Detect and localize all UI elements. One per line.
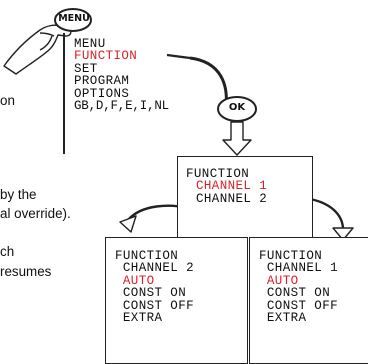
side-text-line-4: resumes [0,264,52,279]
diagram-graphics [3,8,354,241]
channel-1-title: FUNCTION [259,249,323,263]
channel-2-option-extra[interactable]: EXTRA [115,311,163,326]
channel-2-label: CHANNEL 2 [115,261,195,276]
channel-1-label: CHANNEL 1 [259,261,339,276]
finger-icon [3,24,72,75]
function-title: FUNCTION [186,167,250,181]
channel-2-screen [105,237,248,364]
menu-button[interactable]: MENU [58,13,90,24]
menu-screen [63,33,65,154]
function-item-channel-2[interactable]: CHANNEL 2 [196,191,268,206]
ok-button-shape [217,96,257,122]
channel-1-screen-text: FUNCTION CHANNEL 1 AUTO CONST ON CONST O… [259,249,339,326]
side-text-on: on [0,93,15,108]
menu-to-ok-arrow [166,53,228,107]
side-text-line-3: ch [0,244,15,259]
menu-button-shape [54,8,92,32]
menu-item-set[interactable]: SET [74,61,98,76]
function-screen-text: FUNCTION CHANNEL 1 CHANNEL 2 [186,167,268,206]
channel-1-option-auto[interactable]: AUTO [259,273,299,288]
menu-line-title: MENU [74,37,106,51]
menu-item-program[interactable]: PROGRAM [74,74,130,89]
channel-2-option-auto[interactable]: AUTO [115,273,155,288]
channel-1-option-const-off[interactable]: CONST OFF [259,298,339,313]
function-item-channel-1[interactable]: CHANNEL 1 [196,179,268,194]
side-text-line-1: by the [0,187,37,202]
channel-2-screen-text: FUNCTION CHANNEL 2 AUTO CONST ON CONST O… [115,249,195,326]
channel-2-option-const-off[interactable]: CONST OFF [115,298,195,313]
channel-1-option-const-on[interactable]: CONST ON [259,286,331,301]
menu-item-function[interactable]: FUNCTION [74,49,138,64]
menu-item-language[interactable]: GB,D,F,E,I,NL [74,99,169,114]
channel-2-title: FUNCTION [115,249,179,263]
menu-screen-text: MENU FUNCTION SET PROGRAM OPTIONS GB,D,F… [74,37,169,114]
side-text-line-2: al override). [0,206,71,221]
channel-1-screen [249,237,368,364]
ok-button[interactable]: OK [228,102,246,113]
channel-1-option-extra[interactable]: EXTRA [259,311,307,326]
down-arrow [222,121,252,156]
channel-2-option-const-on[interactable]: CONST ON [115,286,187,301]
right-curve-arrow [309,197,354,241]
menu-item-options[interactable]: OPTIONS [74,86,130,101]
